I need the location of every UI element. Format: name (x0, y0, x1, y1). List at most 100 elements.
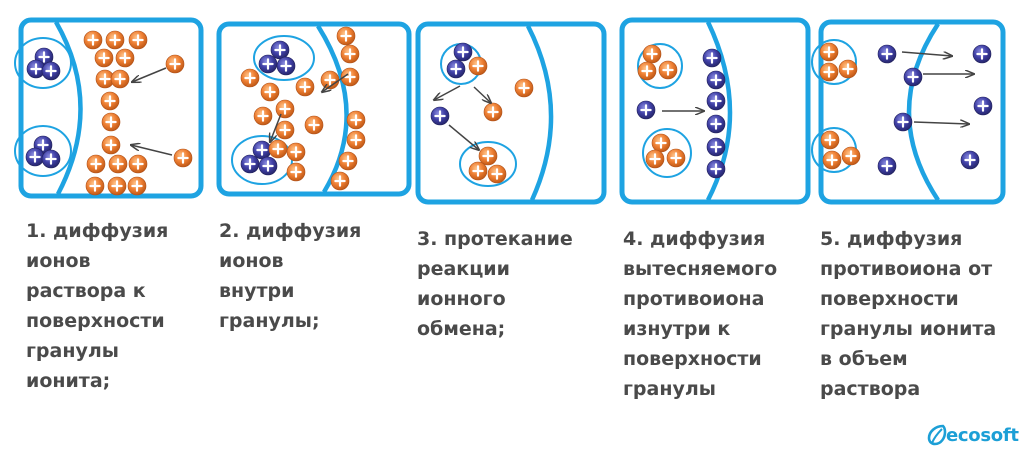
resin-bead (637, 43, 683, 89)
orange-cation (468, 56, 488, 76)
blue-cation (960, 150, 980, 170)
cation-plus-icon (111, 180, 123, 192)
cation-plus-icon (45, 153, 57, 165)
orange-cation (240, 68, 260, 88)
orange-cation (100, 91, 120, 111)
orange-cation (642, 44, 662, 64)
cation-plus-icon (257, 110, 269, 122)
cation-plus-icon (824, 134, 836, 146)
cation-plus-icon (823, 46, 835, 58)
cation-plus-icon (706, 52, 718, 64)
blue-cation (972, 44, 992, 64)
orange-cation (338, 151, 358, 171)
resin-bead (642, 128, 692, 178)
orange-cation (94, 48, 114, 68)
cation-plus-icon (641, 65, 653, 77)
cation-plus-icon (112, 158, 124, 170)
blue-cation (252, 140, 272, 160)
panel-frame (818, 19, 1006, 205)
ion-exchange-diagram (14, 17, 1006, 205)
cation-plus-icon (244, 72, 256, 84)
orange-cation (645, 149, 665, 169)
orange-cation (637, 61, 657, 81)
blue-cation (706, 114, 726, 134)
orange-cation (107, 176, 127, 196)
cation-plus-icon (710, 118, 722, 130)
orange-cation (165, 54, 185, 74)
grain-boundary (316, 24, 349, 194)
cation-plus-icon (131, 180, 143, 192)
cation-plus-icon (45, 65, 57, 77)
resin-bead (14, 125, 72, 177)
cation-plus-icon (907, 71, 919, 83)
cation-plus-icon (290, 146, 302, 158)
arrow-icon (901, 51, 952, 56)
blue-cation (240, 154, 260, 174)
orange-cation (275, 120, 295, 140)
orange-cation (101, 135, 121, 155)
orange-cation (286, 142, 306, 162)
stage-2-caption: 2. диффузия ионов внутри гранулы; (219, 220, 362, 332)
orange-cation (86, 154, 106, 174)
grain-boundary (705, 21, 733, 202)
cation-plus-icon (105, 116, 117, 128)
orange-cation (822, 150, 842, 170)
cation-plus-icon (324, 74, 336, 86)
stage-3-panel (415, 21, 607, 205)
grain-boundary (906, 22, 940, 202)
cation-plus-icon (976, 48, 988, 60)
cation-plus-icon (487, 106, 499, 118)
cation-plus-icon (119, 52, 131, 64)
cation-plus-icon (132, 158, 144, 170)
cation-plus-icon (342, 155, 354, 167)
orange-cation (173, 148, 193, 168)
cation-plus-icon (472, 165, 484, 177)
cation-plus-icon (710, 74, 722, 86)
cation-plus-icon (344, 48, 356, 60)
arrow-icon (473, 86, 491, 103)
orange-cation (83, 30, 103, 50)
orange-cation (85, 176, 105, 196)
cation-plus-icon (262, 58, 274, 70)
arrow-icon (270, 113, 282, 142)
cation-plus-icon (977, 100, 989, 112)
cation-plus-icon (842, 63, 854, 75)
orange-cation (295, 77, 315, 97)
blue-cation (706, 159, 726, 179)
cation-plus-icon (434, 110, 446, 122)
cation-plus-icon (881, 48, 893, 60)
arrow-icon (913, 122, 969, 124)
cation-plus-icon (457, 46, 469, 58)
cation-plus-icon (308, 119, 320, 131)
orange-cation (336, 26, 356, 46)
cation-plus-icon (279, 124, 291, 136)
cation-plus-icon (340, 30, 352, 42)
arrow-icon (322, 73, 349, 92)
orange-cation (340, 44, 360, 64)
orange-cation (128, 30, 148, 50)
grain-boundary (525, 24, 554, 201)
resin-bead (14, 37, 72, 89)
cation-plus-icon (450, 63, 462, 75)
stage-4-caption: 4. диффузия вытесняемого противоиона изн… (623, 228, 778, 400)
orange-cation (340, 67, 360, 87)
cation-plus-icon (264, 86, 276, 98)
blue-cation (973, 96, 993, 116)
blue-cation (706, 137, 726, 157)
orange-cation (838, 59, 858, 79)
cation-plus-icon (272, 143, 284, 155)
cation-plus-icon (38, 51, 50, 63)
orange-cation (468, 161, 488, 181)
blue-cation (636, 100, 656, 120)
cation-plus-icon (472, 60, 484, 72)
cation-plus-icon (29, 151, 41, 163)
orange-cation (304, 115, 324, 135)
orange-cation (253, 106, 273, 126)
cation-plus-icon (640, 104, 652, 116)
cation-plus-icon (290, 166, 302, 178)
arrow-icon (434, 85, 461, 100)
cation-plus-icon (881, 160, 893, 172)
brand-name: ecosoft (946, 424, 1019, 446)
arrow-icon (131, 145, 173, 156)
blue-cation (258, 54, 278, 74)
